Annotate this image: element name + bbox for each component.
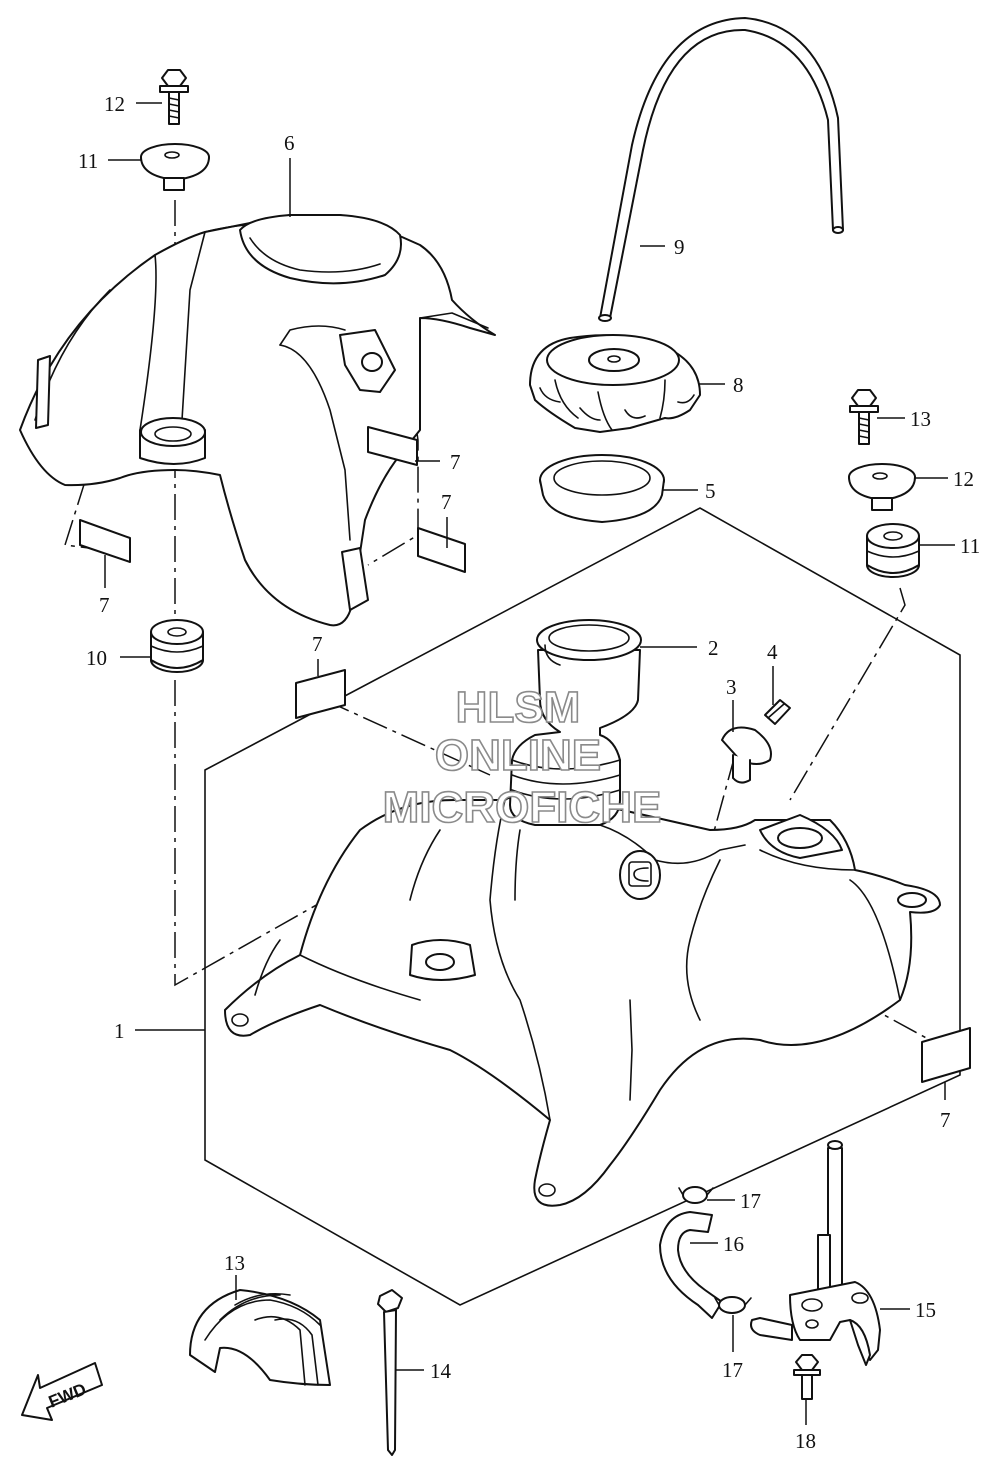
- callout-5: 5: [705, 479, 716, 503]
- callout-15: 15: [915, 1298, 936, 1322]
- fuel-valve-15[interactable]: [750, 1140, 881, 1366]
- decal-7-d[interactable]: [295, 669, 346, 719]
- callout-6: 6: [284, 131, 295, 155]
- cable-tie-14[interactable]: [377, 1289, 403, 1456]
- callout-11-right: 12: [953, 467, 974, 491]
- callout-9: 9: [674, 235, 685, 259]
- decal-7-e[interactable]: [921, 1027, 971, 1083]
- callout-14: 14: [430, 1359, 452, 1383]
- callout-1: 1: [114, 1019, 125, 1043]
- filler-neck-2[interactable]: [509, 619, 642, 826]
- callout-11-left: 11: [78, 149, 98, 173]
- callout-7-d: 7: [312, 632, 323, 656]
- decal-7-c[interactable]: [417, 527, 466, 573]
- screw-18[interactable]: [793, 1354, 821, 1400]
- bolt-12-right[interactable]: [849, 389, 879, 445]
- screw-4[interactable]: [764, 699, 791, 725]
- watermark-line-1: HLSM: [456, 683, 581, 732]
- callout-7-a: 7: [99, 593, 110, 617]
- watermark-line-2: ONLINE: [435, 731, 601, 780]
- breather-hose-9[interactable]: [598, 17, 844, 322]
- callout-2: 2: [708, 636, 719, 660]
- fuel-cap-8[interactable]: [529, 334, 701, 433]
- callout-16: 16: [723, 1232, 744, 1256]
- callout-labels: 12 11 6 7 7 7 10 7 9 8 5 13 12 11 2 4 3 …: [78, 92, 980, 1453]
- filler-gasket-5[interactable]: [539, 454, 665, 523]
- callout-12-left: 12: [104, 92, 125, 116]
- fuel-tank-1[interactable]: [224, 792, 941, 1207]
- tank-cushion-13[interactable]: [189, 1289, 331, 1386]
- fuel-hose-16[interactable]: [659, 1211, 723, 1319]
- callout-7-c: 7: [441, 490, 452, 514]
- decal-7-a[interactable]: [79, 519, 131, 563]
- washer-11-right[interactable]: [848, 463, 916, 511]
- grommet-10-left[interactable]: [150, 619, 204, 673]
- callout-18: 18: [795, 1429, 816, 1453]
- watermark-line-3: MICROFICHE: [383, 783, 662, 832]
- callout-17-lower: 17: [722, 1358, 743, 1382]
- tank-cover-6[interactable]: [19, 214, 496, 627]
- washer-11-left[interactable]: [140, 143, 210, 191]
- forward-direction-arrow: FWD: [21, 1362, 103, 1421]
- hose-clamp-17-lower[interactable]: [714, 1296, 752, 1314]
- callout-7-e: 7: [940, 1108, 951, 1132]
- callout-13: 13: [224, 1251, 245, 1275]
- callout-12-right: 13: [910, 407, 931, 431]
- callout-3: 3: [726, 675, 737, 699]
- callout-7-b: 7: [450, 450, 461, 474]
- leader-lines: [104, 102, 955, 1425]
- hose-clamp-17-upper[interactable]: [678, 1186, 714, 1204]
- bolt-12-left[interactable]: [159, 69, 189, 125]
- decal-7-b[interactable]: [367, 426, 418, 466]
- assembly-frame: [204, 507, 961, 1306]
- grommet-10-right[interactable]: [866, 523, 920, 578]
- callout-4: 4: [767, 640, 778, 664]
- callout-10-right: 11: [960, 534, 980, 558]
- callout-10-left: 10: [86, 646, 107, 670]
- watermark: HLSM ONLINE MICROFICHE: [382, 682, 662, 833]
- callout-8: 8: [733, 373, 744, 397]
- callout-17-upper: 17: [740, 1189, 761, 1213]
- mounting-plate-3[interactable]: [721, 726, 772, 784]
